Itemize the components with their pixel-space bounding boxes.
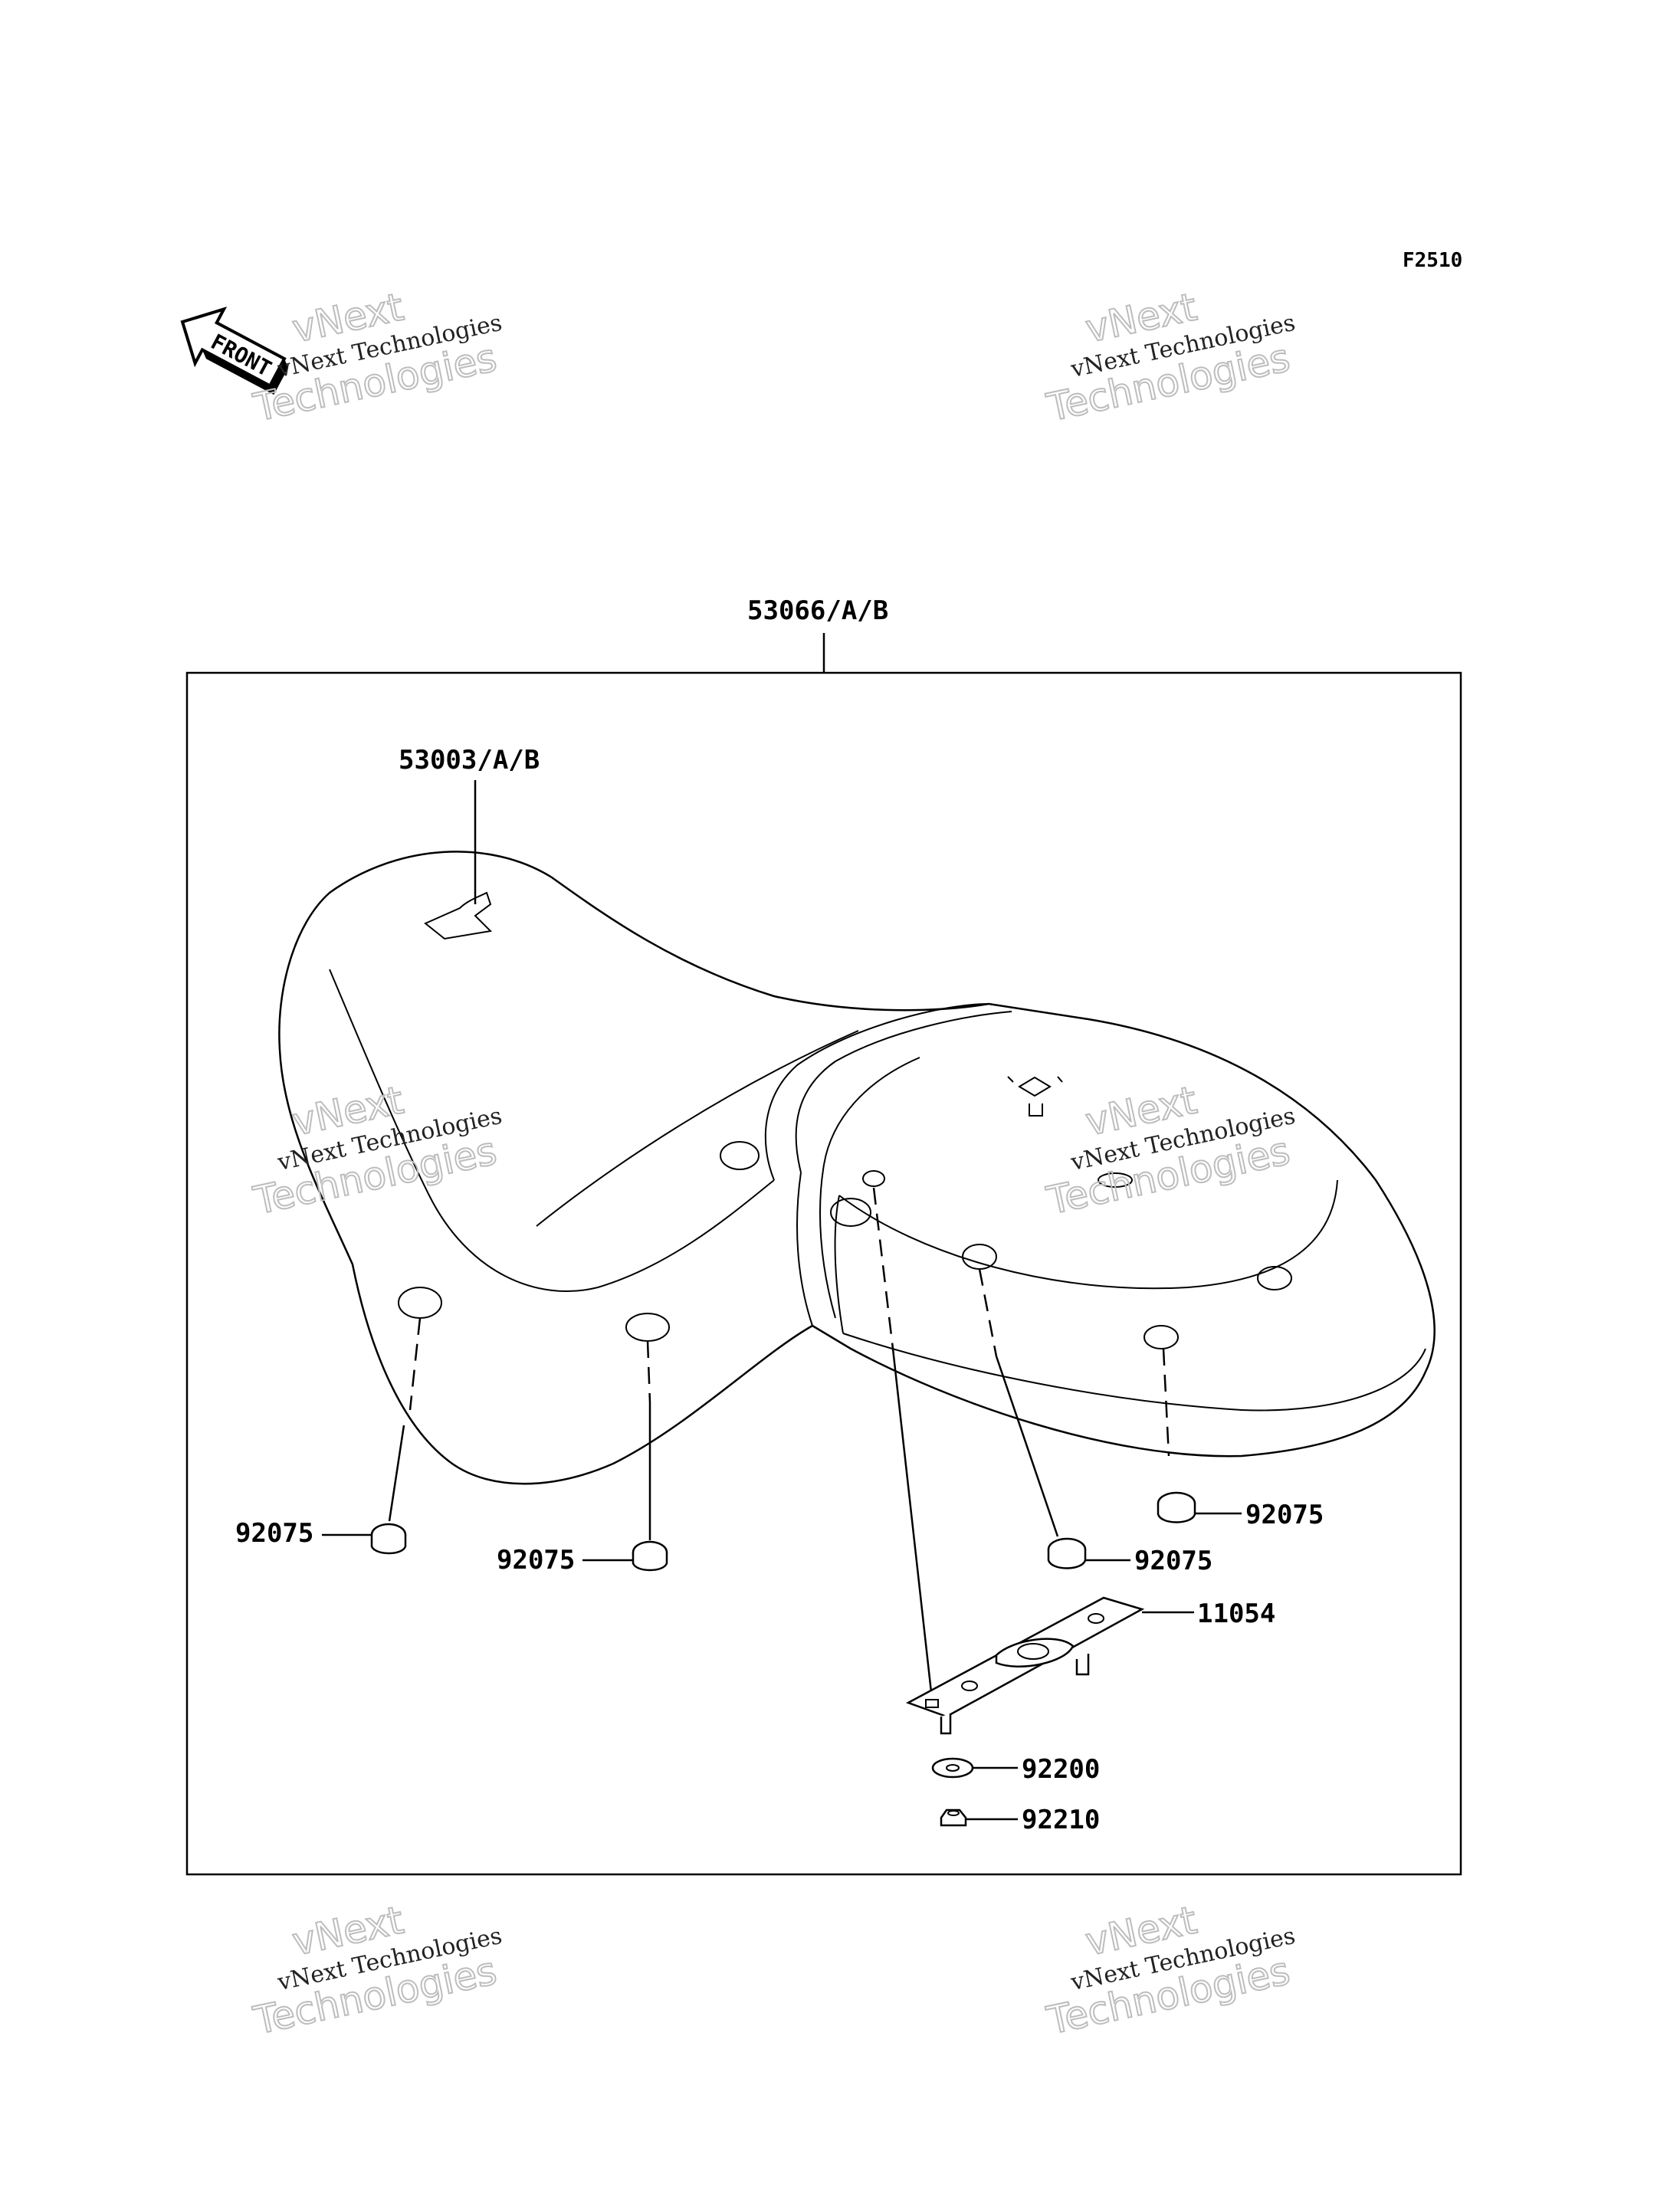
dash-92075-right-low <box>978 1268 998 1357</box>
label-damper-right-low: 92075 <box>1134 1546 1212 1576</box>
label-damper-left: 92075 <box>235 1518 313 1549</box>
bracket-part <box>905 1596 1145 1735</box>
damper-right-high-part <box>1157 1491 1196 1523</box>
damper-right-low-part <box>1047 1537 1087 1569</box>
assembly-frame <box>185 671 1462 1876</box>
watermark-4: vNext Technologies vNext Technologies <box>1042 1077 1298 1224</box>
dash-92075-left <box>409 1317 422 1411</box>
label-damper-right-high: 92075 <box>1245 1500 1324 1530</box>
dash-bracket <box>872 1187 894 1349</box>
label-seat-assembly: 53066/A/B <box>747 595 888 626</box>
damper-mid-part <box>632 1540 668 1572</box>
watermark-3: vNext Technologies vNext Technologies <box>249 1077 504 1224</box>
watermark-5: vNext Technologies vNext Technologies <box>249 1897 504 2044</box>
seat-drawing <box>278 851 1436 1485</box>
label-nut: 92210 <box>1022 1805 1100 1835</box>
nut-part <box>940 1808 967 1827</box>
dash-92075-mid <box>646 1340 651 1403</box>
watermark-2: vNext Technologies vNext Technologies <box>1042 284 1298 431</box>
washer-part <box>931 1757 974 1779</box>
figure-code: F2510 <box>1403 249 1462 272</box>
label-damper-mid: 92075 <box>497 1545 575 1576</box>
label-seat-cover: 53003/A/B <box>399 745 540 776</box>
watermark-6: vNext Technologies vNext Technologies <box>1042 1897 1298 2044</box>
label-washer: 92200 <box>1022 1754 1100 1785</box>
damper-left-part <box>370 1523 407 1555</box>
label-bracket: 11054 <box>1197 1599 1275 1629</box>
watermark-1: vNext Technologies vNext Technologies <box>249 284 504 431</box>
dash-92075-right-high <box>1162 1348 1170 1457</box>
